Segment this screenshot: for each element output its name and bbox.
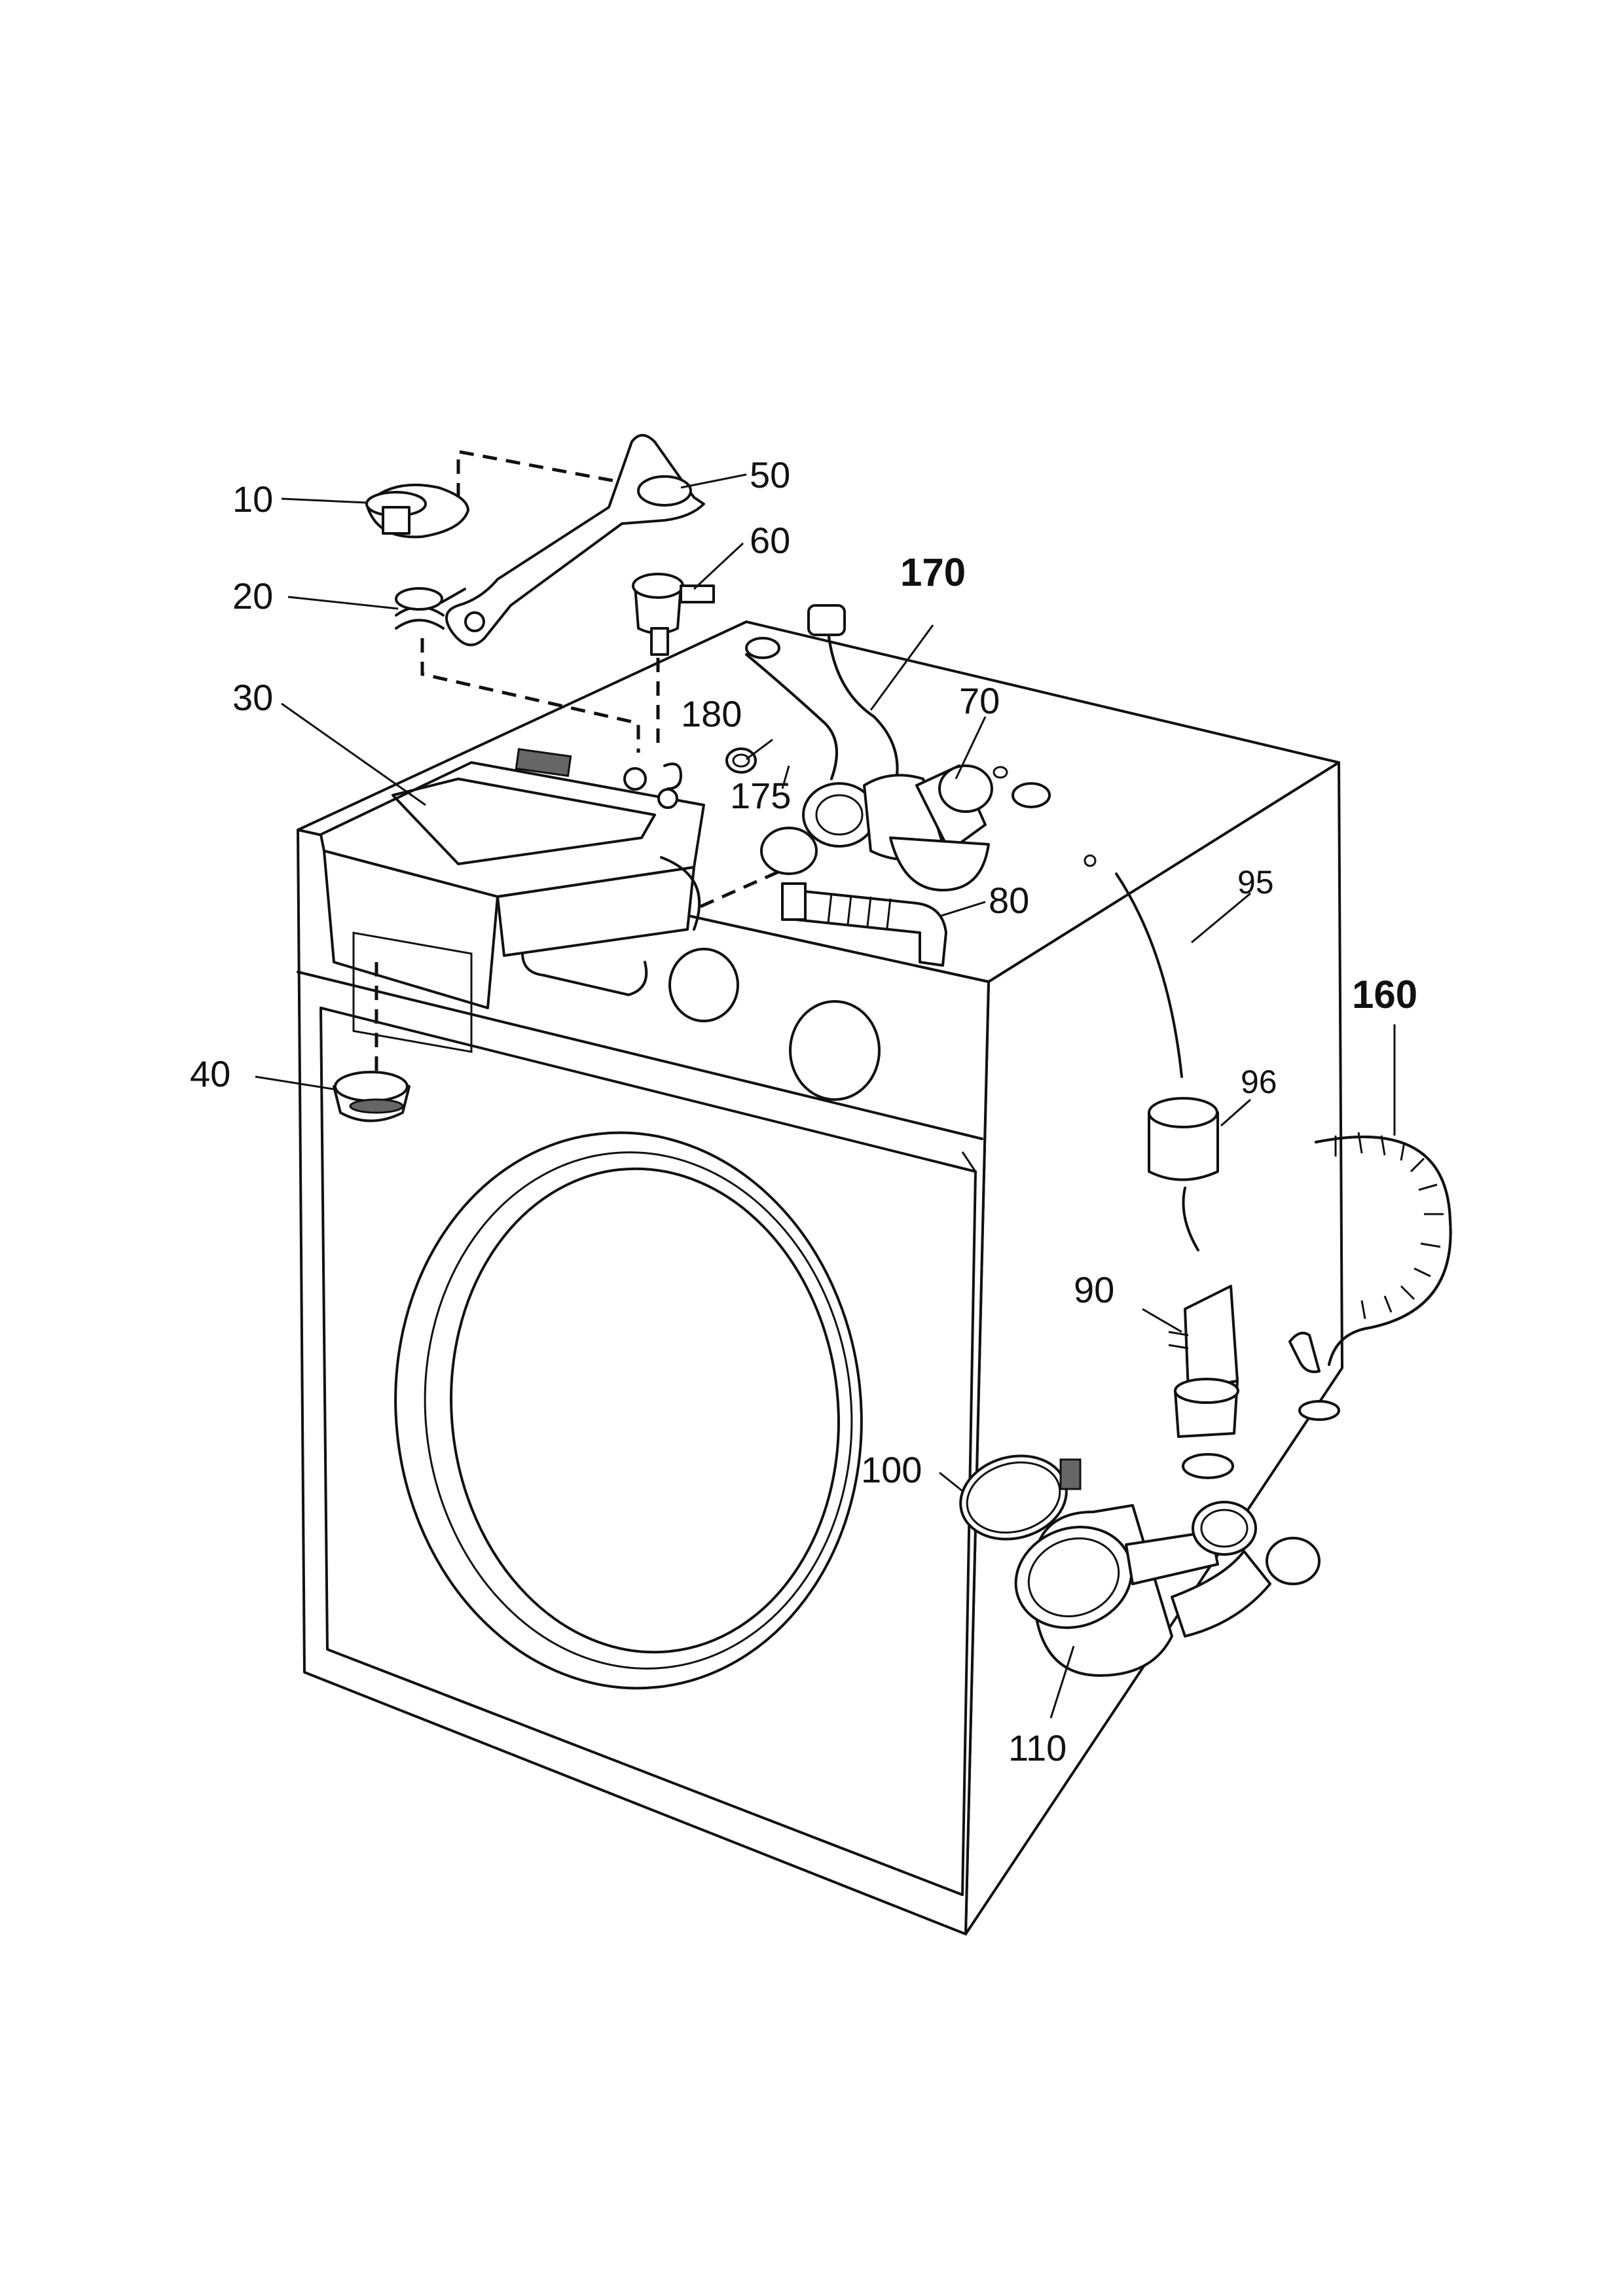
label-160: 160 bbox=[1352, 973, 1417, 1016]
label-110: 110 bbox=[1008, 1727, 1067, 1768]
part-20-spring bbox=[395, 587, 466, 630]
label-40: 40 bbox=[190, 1053, 230, 1094]
label-96: 96 bbox=[1241, 1064, 1277, 1100]
label-95: 95 bbox=[1237, 864, 1274, 901]
label-70: 70 bbox=[959, 680, 1000, 721]
part-180-clip bbox=[725, 747, 757, 774]
dispenser-housing bbox=[319, 747, 705, 1053]
part-110-sump bbox=[1014, 1501, 1271, 1677]
label-30: 30 bbox=[232, 677, 273, 718]
label-170: 170 bbox=[900, 550, 966, 594]
label-10: 10 bbox=[232, 478, 273, 520]
label-100: 100 bbox=[861, 1449, 922, 1490]
label-175: 175 bbox=[730, 775, 791, 816]
hose-clamp-ring bbox=[760, 827, 818, 875]
part-40-plug bbox=[333, 1071, 410, 1122]
assembly-dashed-lines bbox=[374, 449, 790, 1090]
label-90: 90 bbox=[1074, 1269, 1114, 1310]
part-60-bracket bbox=[632, 573, 715, 656]
label-20: 20 bbox=[232, 575, 273, 617]
label-50: 50 bbox=[750, 454, 790, 495]
part-50-lever bbox=[445, 434, 705, 647]
part-90-chamber bbox=[1168, 1285, 1239, 1438]
part-labels: 10 20 30 40 50 60 170 70 180 175 80 95 1… bbox=[190, 454, 1417, 1768]
leader-lines bbox=[255, 473, 1396, 1719]
part-96-cylinder bbox=[1148, 1097, 1219, 1251]
part-160-drain-hose bbox=[1288, 1132, 1452, 1373]
part-clamp-small bbox=[1182, 1400, 1340, 1479]
part-100-ring-clamp bbox=[959, 1454, 1082, 1541]
part-70-fitting bbox=[802, 764, 1051, 891]
part-80-hose bbox=[781, 882, 947, 967]
label-180: 180 bbox=[681, 693, 742, 734]
part-175-hose bbox=[745, 637, 838, 780]
round-cap bbox=[1266, 1537, 1321, 1585]
door bbox=[394, 1131, 863, 1690]
label-60: 60 bbox=[750, 520, 790, 561]
part-10-cam-knob bbox=[365, 483, 469, 539]
part-95-tube bbox=[1084, 854, 1183, 1078]
label-80: 80 bbox=[989, 880, 1029, 921]
part-170-hose bbox=[807, 604, 899, 777]
